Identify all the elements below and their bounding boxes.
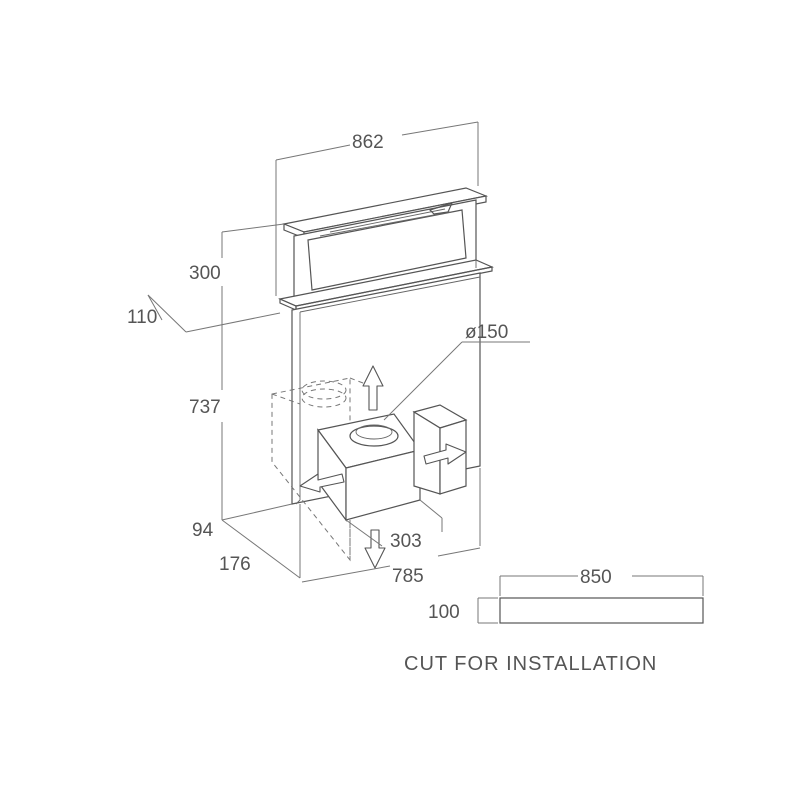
arrow-left-icon <box>299 473 345 493</box>
arrow-down-icon <box>364 529 386 569</box>
cutout-detail: 850 100 CUT FOR INSTALLATION <box>404 567 704 675</box>
dim-height-raised: 300 <box>189 263 221 284</box>
dimension-labels: 862 300 110 737 94 176 303 785 ø150 <box>127 132 508 587</box>
dimension-lines <box>147 121 530 583</box>
dim-duct-diameter: ø150 <box>465 322 508 343</box>
airflow-arrows <box>299 365 467 569</box>
dim-width-body: 785 <box>392 566 424 587</box>
dim-height-trim: 110 <box>127 307 157 328</box>
cutout-depth: 100 <box>428 602 460 623</box>
cutout-rectangle <box>499 597 704 624</box>
arrow-right-icon <box>423 443 467 465</box>
dim-depth-base: 94 <box>192 520 214 541</box>
cutout-width: 850 <box>580 567 612 588</box>
cutout-caption: CUT FOR INSTALLATION <box>404 653 657 675</box>
motor-box <box>316 413 422 522</box>
alt-motor-dashed <box>271 377 377 562</box>
dim-width-top: 862 <box>352 132 384 153</box>
dim-depth-total: 176 <box>219 554 251 575</box>
dim-width-motor: 303 <box>390 531 422 552</box>
arrow-up-icon <box>362 365 384 411</box>
dim-height-body: 737 <box>189 397 221 418</box>
